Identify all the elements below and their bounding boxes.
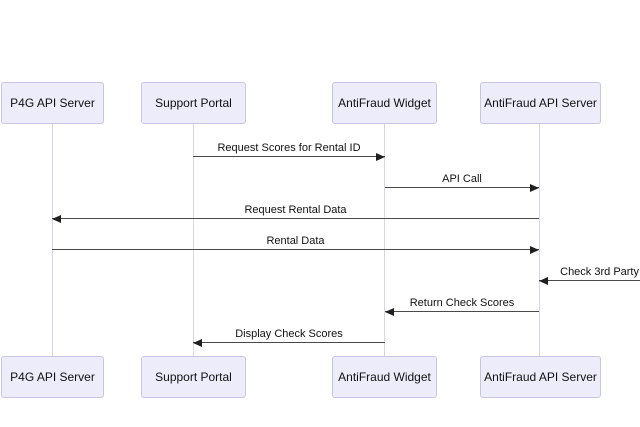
arrowhead-left-icon: [385, 307, 394, 316]
arrowhead-right-icon: [530, 245, 539, 254]
actor-box-bottom-antifraud-api-server: AntiFraud API Server: [480, 356, 601, 398]
message-return-check-scores: Return Check Scores: [385, 294, 539, 316]
message-line: [52, 249, 539, 250]
actor-label: Support Portal: [155, 96, 232, 110]
message-label: Display Check Scores: [235, 328, 343, 340]
message-line: [52, 218, 539, 219]
message-check-3rd-party: Check 3rd Party: [539, 263, 640, 285]
actor-label: P4G API Server: [10, 370, 95, 384]
message-label: Request Rental Data: [244, 204, 347, 216]
actor-box-bottom-p4g-api-server: P4G API Server: [1, 356, 104, 398]
actor-label: P4G API Server: [10, 96, 95, 110]
actor-label: AntiFraud Widget: [338, 96, 431, 110]
message-label: Request Scores for Rental ID: [217, 142, 361, 154]
actor-box-bottom-support-portal: Support Portal: [141, 356, 246, 398]
actor-label: Support Portal: [155, 370, 232, 384]
arrowhead-right-icon: [376, 152, 385, 161]
message-line: [539, 280, 640, 281]
arrowhead-left-icon: [193, 338, 202, 347]
actor-label: AntiFraud API Server: [484, 96, 597, 110]
arrowhead-right-icon: [530, 183, 539, 192]
lifeline-support-portal: [193, 124, 194, 356]
actor-box-top-antifraud-widget: AntiFraud Widget: [332, 82, 437, 124]
message-label: API Call: [442, 173, 482, 185]
message-line: [193, 342, 385, 343]
actor-box-top-support-portal: Support Portal: [141, 82, 246, 124]
message-display-check-scores: Display Check Scores: [193, 325, 385, 347]
actor-box-top-p4g-api-server: P4G API Server: [1, 82, 104, 124]
message-api-call: API Call: [385, 170, 539, 192]
actor-box-bottom-antifraud-widget: AntiFraud Widget: [332, 356, 437, 398]
message-line: [385, 187, 539, 188]
lifeline-p4g-api-server: [52, 124, 53, 356]
actor-label: AntiFraud Widget: [338, 370, 431, 384]
message-line: [385, 311, 539, 312]
lifeline-antifraud-widget: [384, 124, 385, 356]
lifeline-antifraud-api-server: [539, 124, 540, 356]
message-line: [193, 156, 385, 157]
message-label: Check 3rd Party: [560, 266, 639, 278]
message-label: Rental Data: [266, 235, 325, 247]
actor-label: AntiFraud API Server: [484, 370, 597, 384]
message-label: Return Check Scores: [409, 297, 515, 309]
message-rental-data: Rental Data: [52, 232, 539, 254]
arrowhead-left-icon: [539, 276, 548, 285]
arrowhead-left-icon: [52, 214, 61, 223]
actor-box-top-antifraud-api-server: AntiFraud API Server: [480, 82, 601, 124]
message-request-scores-for-rental-id: Request Scores for Rental ID: [193, 139, 385, 161]
message-request-rental-data: Request Rental Data: [52, 201, 539, 223]
